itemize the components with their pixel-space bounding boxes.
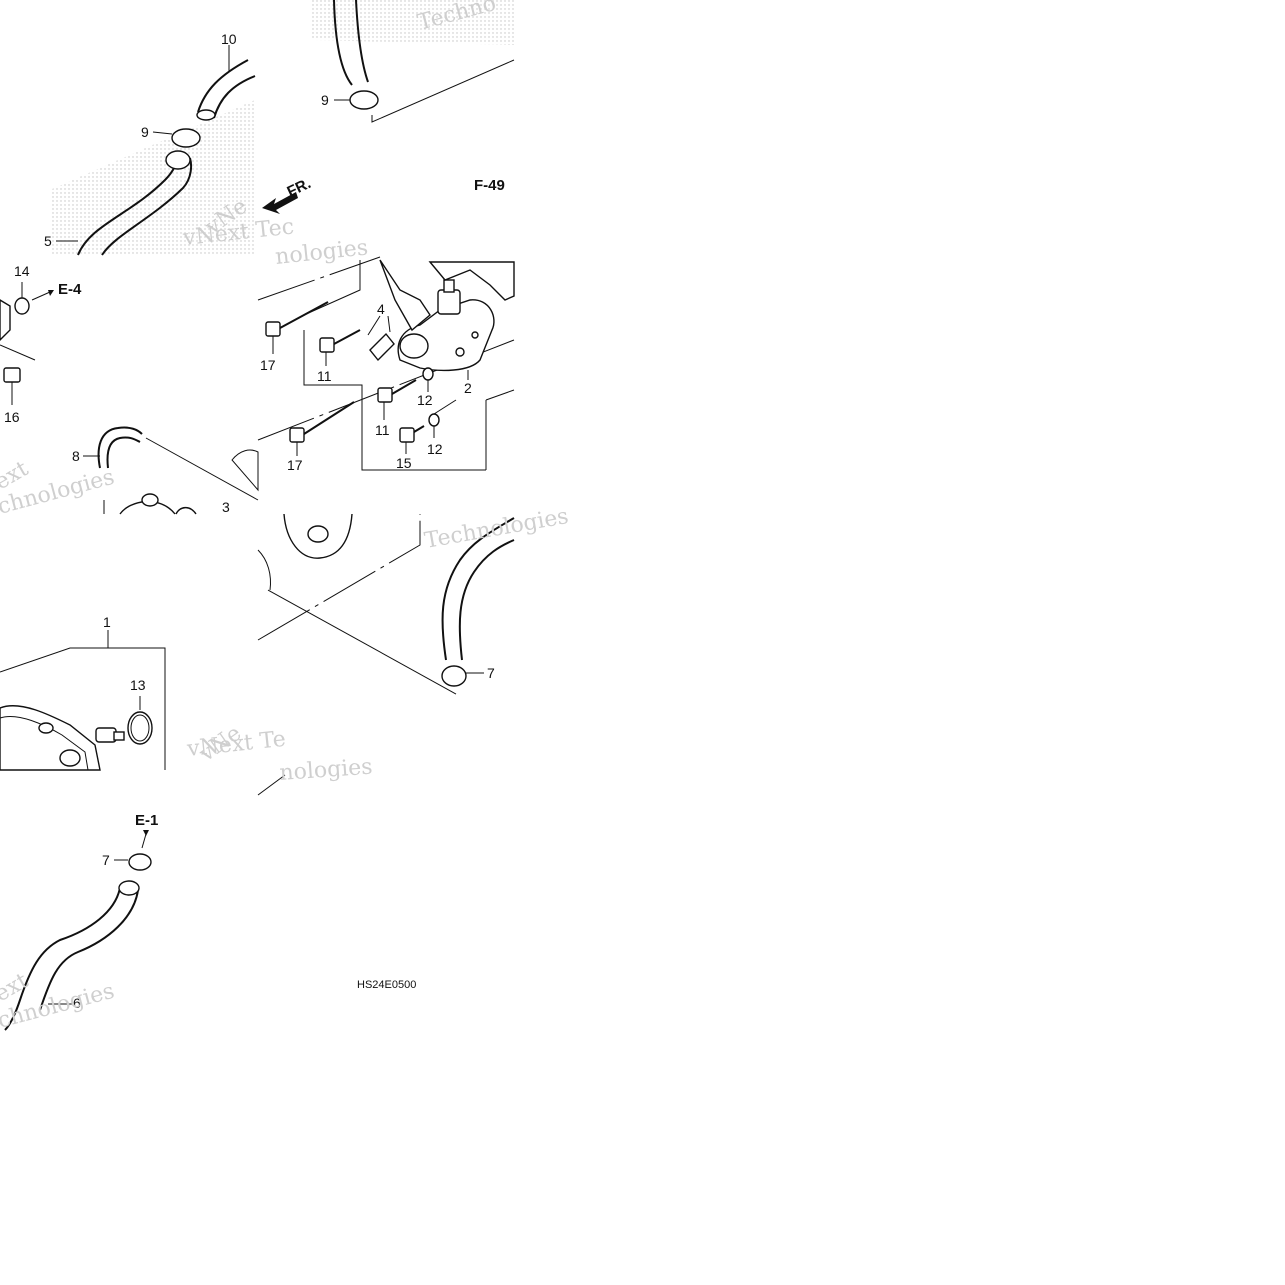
callout-3: 3 bbox=[222, 499, 230, 515]
callout-6: 6 bbox=[73, 995, 81, 1011]
reference-e4: E-4 bbox=[58, 281, 82, 298]
panel-top-left: 10 9 5 vNext Tec vNe bbox=[44, 31, 295, 256]
callout-7: 7 bbox=[487, 665, 495, 681]
callout-10: 10 bbox=[221, 31, 237, 47]
callout-11: 11 bbox=[317, 368, 332, 384]
hose-clamp-9 bbox=[171, 128, 201, 148]
direction-label: FR. bbox=[285, 175, 314, 201]
callout-8: 8 bbox=[72, 448, 80, 464]
panel-middle-right: 4 17 11 12 2 11 17 bbox=[257, 235, 515, 473]
watermark-text: Technologies bbox=[423, 504, 571, 554]
callout-15: 15 bbox=[396, 455, 412, 471]
bolt-16 bbox=[3, 367, 21, 383]
reference-e1: E-1 bbox=[135, 812, 158, 829]
bracket-4 bbox=[369, 332, 395, 362]
bolt-11 bbox=[319, 329, 361, 366]
callout-17: 17 bbox=[260, 357, 276, 373]
callout-1: 1 bbox=[103, 614, 111, 630]
callout-12: 12 bbox=[417, 392, 433, 408]
diagram-code: HS24E0500 bbox=[357, 979, 416, 991]
water-pump-1 bbox=[0, 705, 125, 771]
panel-middle-left: E-4 14 16 8 3 ext chnologies bbox=[0, 263, 259, 520]
callout-7: 7 bbox=[102, 852, 110, 868]
callout-13: 13 bbox=[130, 677, 146, 693]
watermark-text: nologies bbox=[274, 235, 369, 270]
callout-9: 9 bbox=[141, 124, 149, 140]
bolt-17 bbox=[265, 301, 329, 354]
watermark-text: vNext Te bbox=[185, 727, 287, 762]
callout-14: 14 bbox=[14, 263, 30, 279]
bolt-11 bbox=[377, 379, 417, 420]
washer-12 bbox=[428, 413, 440, 427]
washer-12 bbox=[422, 367, 434, 381]
callout-9: 9 bbox=[321, 92, 329, 108]
water-outlet-2 bbox=[397, 279, 495, 372]
callout-2: 2 bbox=[464, 380, 472, 396]
hose-clamp-7 bbox=[441, 665, 467, 687]
bolt-17 bbox=[289, 401, 355, 456]
o-ring-14 bbox=[14, 297, 30, 315]
hose-7 bbox=[441, 517, 515, 661]
hose-clamp-9 bbox=[349, 90, 379, 110]
hose-8 bbox=[97, 426, 143, 469]
panel-lower-left: 1 13 vNe vNext Te bbox=[0, 614, 287, 771]
callout-4: 4 bbox=[377, 301, 385, 317]
callout-11: 11 bbox=[375, 422, 390, 438]
reference-f49: F-49 bbox=[474, 177, 505, 194]
hose-10 bbox=[197, 59, 249, 113]
hose-clamp-7 bbox=[128, 853, 152, 871]
callout-16: 16 bbox=[4, 409, 20, 425]
front-direction-arrow: FR. bbox=[262, 175, 314, 214]
callout-17: 17 bbox=[287, 457, 303, 473]
callout-12: 12 bbox=[427, 441, 443, 457]
panel-bottom: nologies E-1 7 6 ext chnologies HS24E050… bbox=[0, 755, 416, 1034]
bolt-15 bbox=[399, 425, 425, 454]
o-ring-13 bbox=[127, 711, 153, 745]
hose-6 bbox=[4, 887, 121, 1031]
watermark-text: nologies bbox=[279, 755, 374, 786]
panel-top-right: 9 Techno FR. F-49 bbox=[262, 0, 515, 214]
callout-5: 5 bbox=[44, 233, 52, 249]
panel-lower-right: 7 Technologies bbox=[257, 504, 571, 695]
